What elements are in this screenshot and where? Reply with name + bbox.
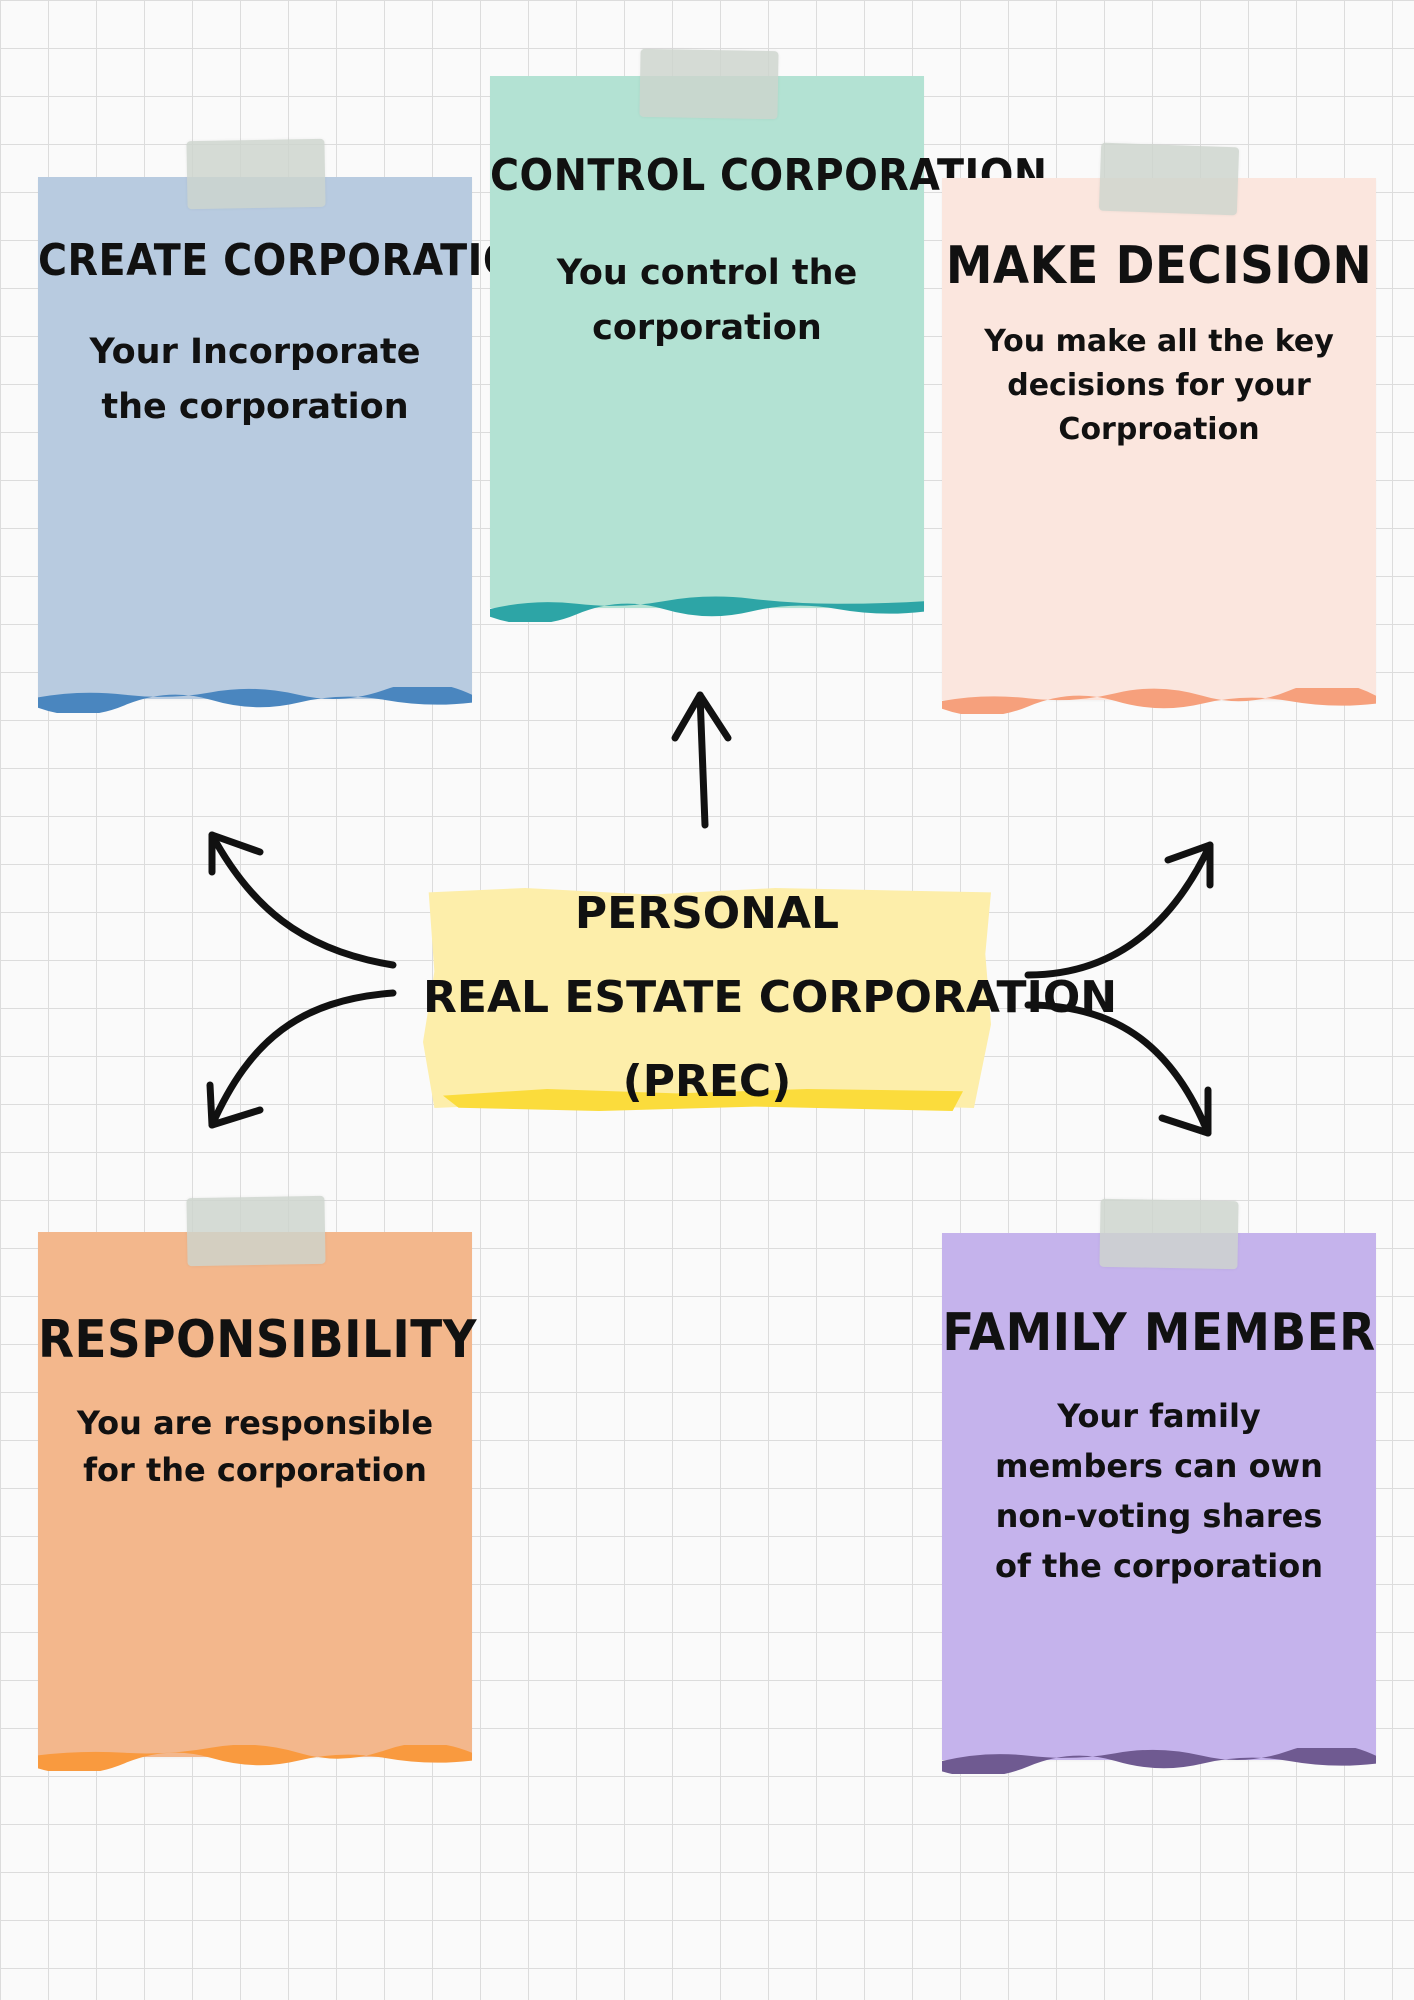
arrow-upper-right: [1024, 841, 1214, 979]
arrow-upper-right-head: [1164, 841, 1214, 889]
center-title-line3: (PREC): [622, 1056, 792, 1107]
card-body: You control the corporation: [556, 253, 858, 348]
card-control-corporation: CONTROL CORPORATION You control the corp…: [490, 76, 1047, 622]
card-body: Your Incorporate the corporation: [89, 332, 421, 427]
arrow-lower-left: [208, 989, 397, 1129]
arrow-lower-right: [1024, 1001, 1212, 1137]
arrow-lower-left-head: [206, 1081, 264, 1129]
card-family-member: FAMILY MEMBER Your family members can ow…: [942, 1233, 1376, 1774]
card-title: CREATE CORPORATION: [38, 235, 551, 286]
arrow-upper-left-head: [208, 831, 264, 876]
torn-edge: [942, 688, 1376, 714]
card-responsibility: RESPONSIBILITY You are responsible for t…: [38, 1232, 477, 1771]
card-make-decision: MAKE DECISION You make all the key decis…: [942, 178, 1376, 714]
card-title: RESPONSIBILITY: [38, 1310, 477, 1370]
card-body: You make all the key decisions for your …: [984, 324, 1334, 447]
card-body: Your family members can own non-voting s…: [995, 1397, 1323, 1585]
torn-edge: [38, 1745, 472, 1771]
torn-edge: [942, 1748, 1376, 1774]
center-label-background: [423, 888, 991, 1108]
card-title: FAMILY MEMBER: [942, 1303, 1376, 1363]
card-body: You are responsible for the corporation: [76, 1404, 434, 1489]
arrow-lower-right-head: [1158, 1086, 1212, 1137]
center-label-underline: [443, 1089, 963, 1111]
arrow-up: [696, 691, 709, 829]
card-title: MAKE DECISION: [945, 236, 1373, 296]
card-create-corporation: CREATE CORPORATION Your Incorporate the …: [38, 177, 551, 713]
arrow-upper-left: [208, 831, 397, 969]
torn-edge: [38, 687, 472, 713]
center-title-line1: PERSONAL: [574, 888, 840, 939]
arrow-up-head: [671, 691, 732, 742]
torn-edge: [490, 596, 924, 622]
